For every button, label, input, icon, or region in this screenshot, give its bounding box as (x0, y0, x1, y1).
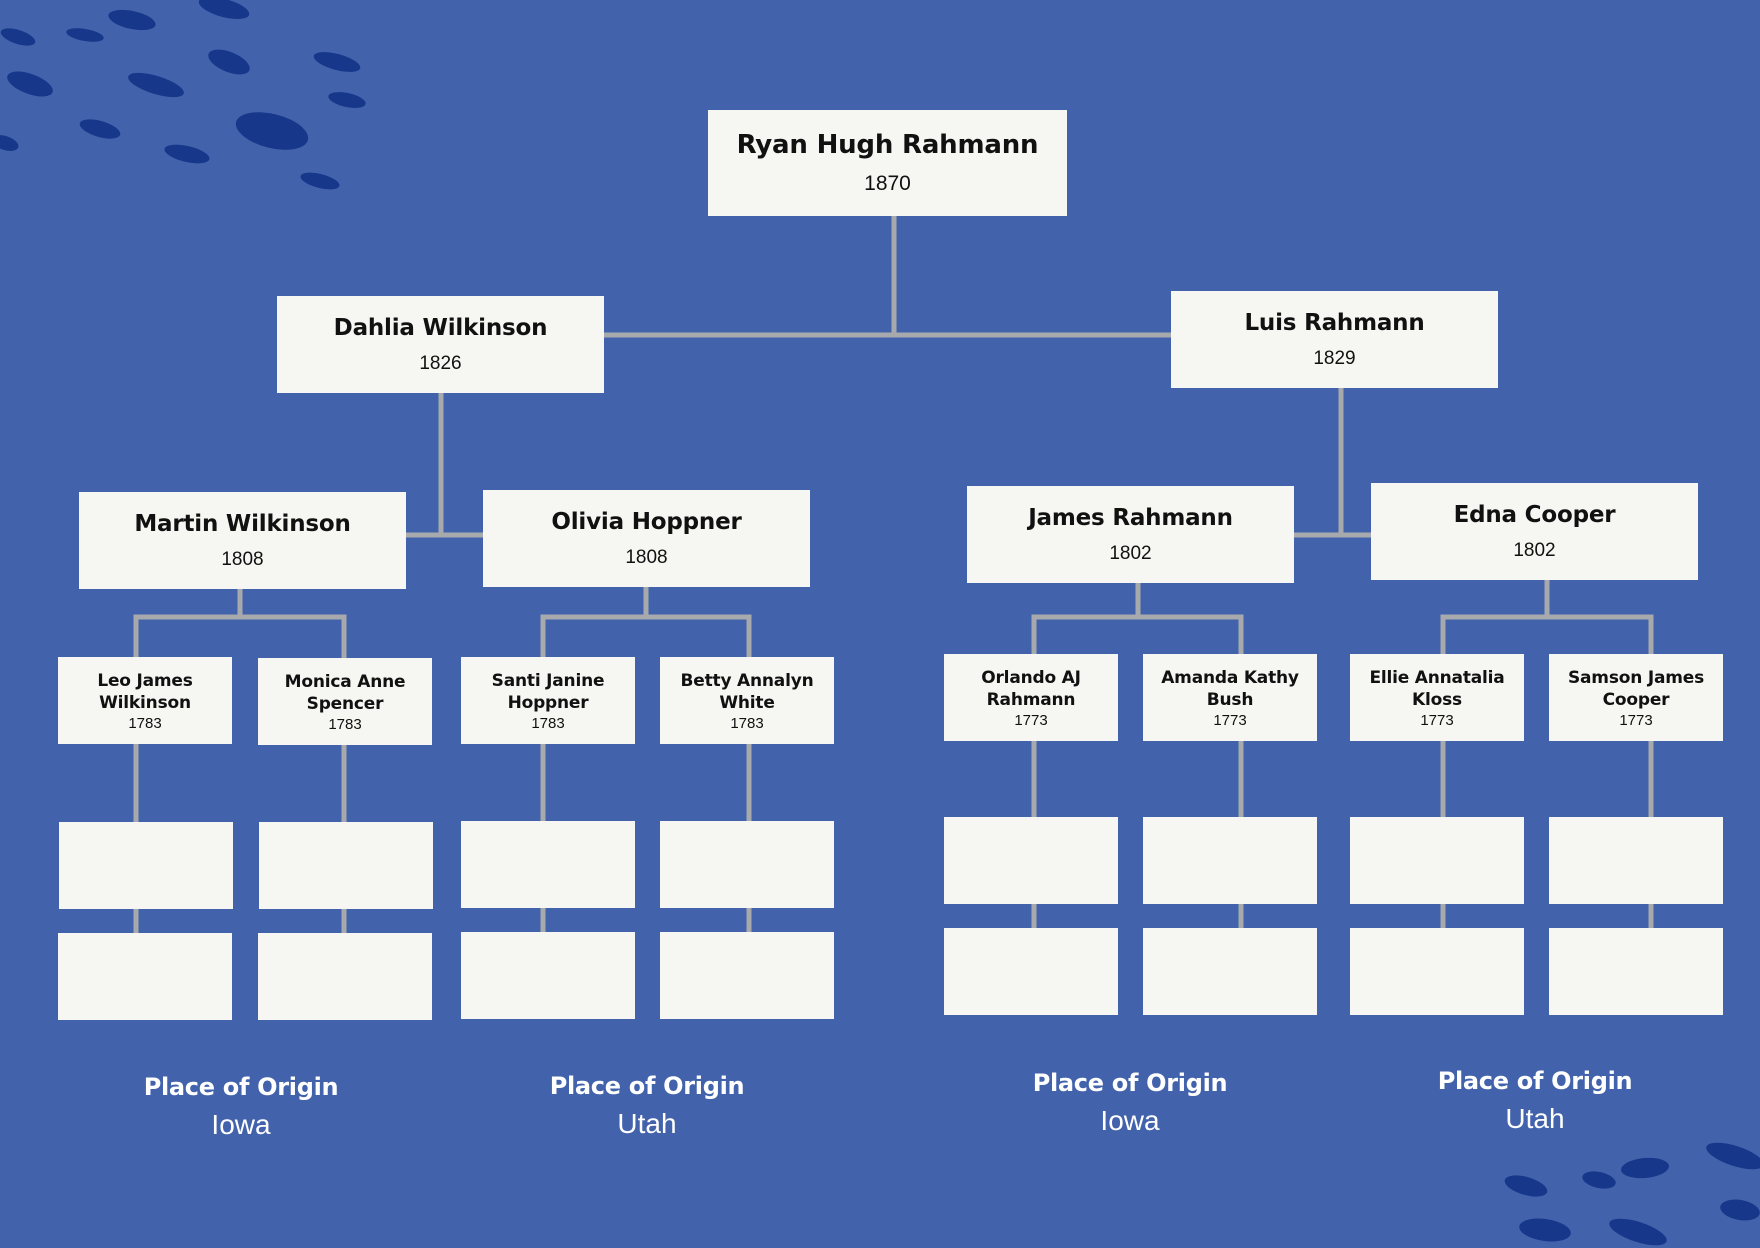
origin-label: Place of Origin (1437, 1067, 1633, 1095)
empty-ancestor-slot (58, 933, 232, 1020)
great-grandparent-card-monica: Monica Anne Spencer 1783 (258, 658, 432, 745)
person-year: 1773 (1213, 711, 1247, 729)
parent-card-dahlia: Dahlia Wilkinson 1826 (277, 296, 604, 393)
person-year: 1808 (221, 548, 264, 570)
origin-value: Utah (1505, 1103, 1565, 1134)
person-year: 1783 (730, 714, 764, 732)
empty-ancestor-slot (1350, 817, 1524, 904)
person-year: 1773 (1619, 711, 1653, 729)
grandparent-card-edna: Edna Cooper 1802 (1371, 483, 1698, 580)
person-name: Monica Anne Spencer (284, 671, 406, 714)
origin-label: Place of Origin (1032, 1069, 1228, 1097)
person-name: Amanda Kathy Bush (1161, 667, 1299, 710)
person-name: James Rahmann (1028, 504, 1233, 531)
empty-ancestor-slot (1143, 817, 1317, 904)
origin-label: Place of Origin (549, 1072, 745, 1100)
person-name: Ryan Hugh Rahmann (736, 130, 1039, 160)
great-grandparent-card-amanda: Amanda Kathy Bush 1773 (1143, 654, 1317, 741)
grandparent-card-martin: Martin Wilkinson 1808 (79, 492, 406, 589)
person-name: Luis Rahmann (1244, 309, 1425, 336)
empty-ancestor-slot (660, 821, 834, 908)
person-name: Santi Janine Hoppner (491, 670, 605, 713)
person-year: 1783 (531, 714, 565, 732)
origin-label: Place of Origin (143, 1073, 339, 1101)
empty-ancestor-slot (259, 822, 433, 909)
empty-ancestor-slot (1549, 817, 1723, 904)
empty-ancestor-slot (1143, 928, 1317, 1015)
parent-card-luis: Luis Rahmann 1829 (1171, 291, 1498, 388)
origin-value: Iowa (1100, 1105, 1160, 1136)
place-of-origin-4: Place of Origin Utah (1375, 1067, 1695, 1135)
person-name: Leo James Wilkinson (97, 670, 193, 713)
person-name: Edna Cooper (1453, 501, 1616, 528)
person-year: 1870 (864, 172, 911, 195)
place-of-origin-1: Place of Origin Iowa (81, 1073, 401, 1141)
person-name: Dahlia Wilkinson (333, 314, 548, 341)
person-name: Orlando AJ Rahmann (981, 667, 1081, 710)
origin-value: Iowa (211, 1109, 271, 1140)
great-grandparent-card-betty: Betty Annalyn White 1783 (660, 657, 834, 744)
empty-ancestor-slot (461, 932, 635, 1019)
person-year: 1829 (1313, 347, 1356, 369)
person-name: Ellie Annatalia Kloss (1369, 667, 1505, 710)
person-name: Olivia Hoppner (551, 508, 742, 535)
great-grandparent-card-samson: Samson James Cooper 1773 (1549, 654, 1723, 741)
empty-ancestor-slot (1549, 928, 1723, 1015)
person-name: Samson James Cooper (1567, 667, 1704, 710)
person-year: 1826 (419, 352, 462, 374)
person-year: 1773 (1014, 711, 1048, 729)
empty-ancestor-slot (944, 928, 1118, 1015)
great-grandparent-card-ellie: Ellie Annatalia Kloss 1773 (1350, 654, 1524, 741)
empty-ancestor-slot (461, 821, 635, 908)
great-grandparent-card-leo: Leo James Wilkinson 1783 (58, 657, 232, 744)
great-grandparent-card-santi: Santi Janine Hoppner 1783 (461, 657, 635, 744)
person-name: Martin Wilkinson (134, 510, 351, 537)
root-person-card: Ryan Hugh Rahmann 1870 (708, 110, 1067, 216)
empty-ancestor-slot (59, 822, 233, 909)
grandparent-card-olivia: Olivia Hoppner 1808 (483, 490, 810, 587)
empty-ancestor-slot (944, 817, 1118, 904)
empty-ancestor-slot (1350, 928, 1524, 1015)
origin-value: Utah (617, 1108, 677, 1139)
place-of-origin-2: Place of Origin Utah (487, 1072, 807, 1140)
person-year: 1783 (128, 714, 162, 732)
person-year: 1783 (328, 715, 362, 733)
person-year: 1773 (1420, 711, 1454, 729)
empty-ancestor-slot (258, 933, 432, 1020)
person-year: 1808 (625, 546, 668, 568)
great-grandparent-card-orlando: Orlando AJ Rahmann 1773 (944, 654, 1118, 741)
person-year: 1802 (1513, 539, 1556, 561)
person-year: 1802 (1109, 542, 1152, 564)
person-name: Betty Annalyn White (680, 670, 814, 713)
grandparent-card-james: James Rahmann 1802 (967, 486, 1294, 583)
place-of-origin-3: Place of Origin Iowa (970, 1069, 1290, 1137)
empty-ancestor-slot (660, 932, 834, 1019)
